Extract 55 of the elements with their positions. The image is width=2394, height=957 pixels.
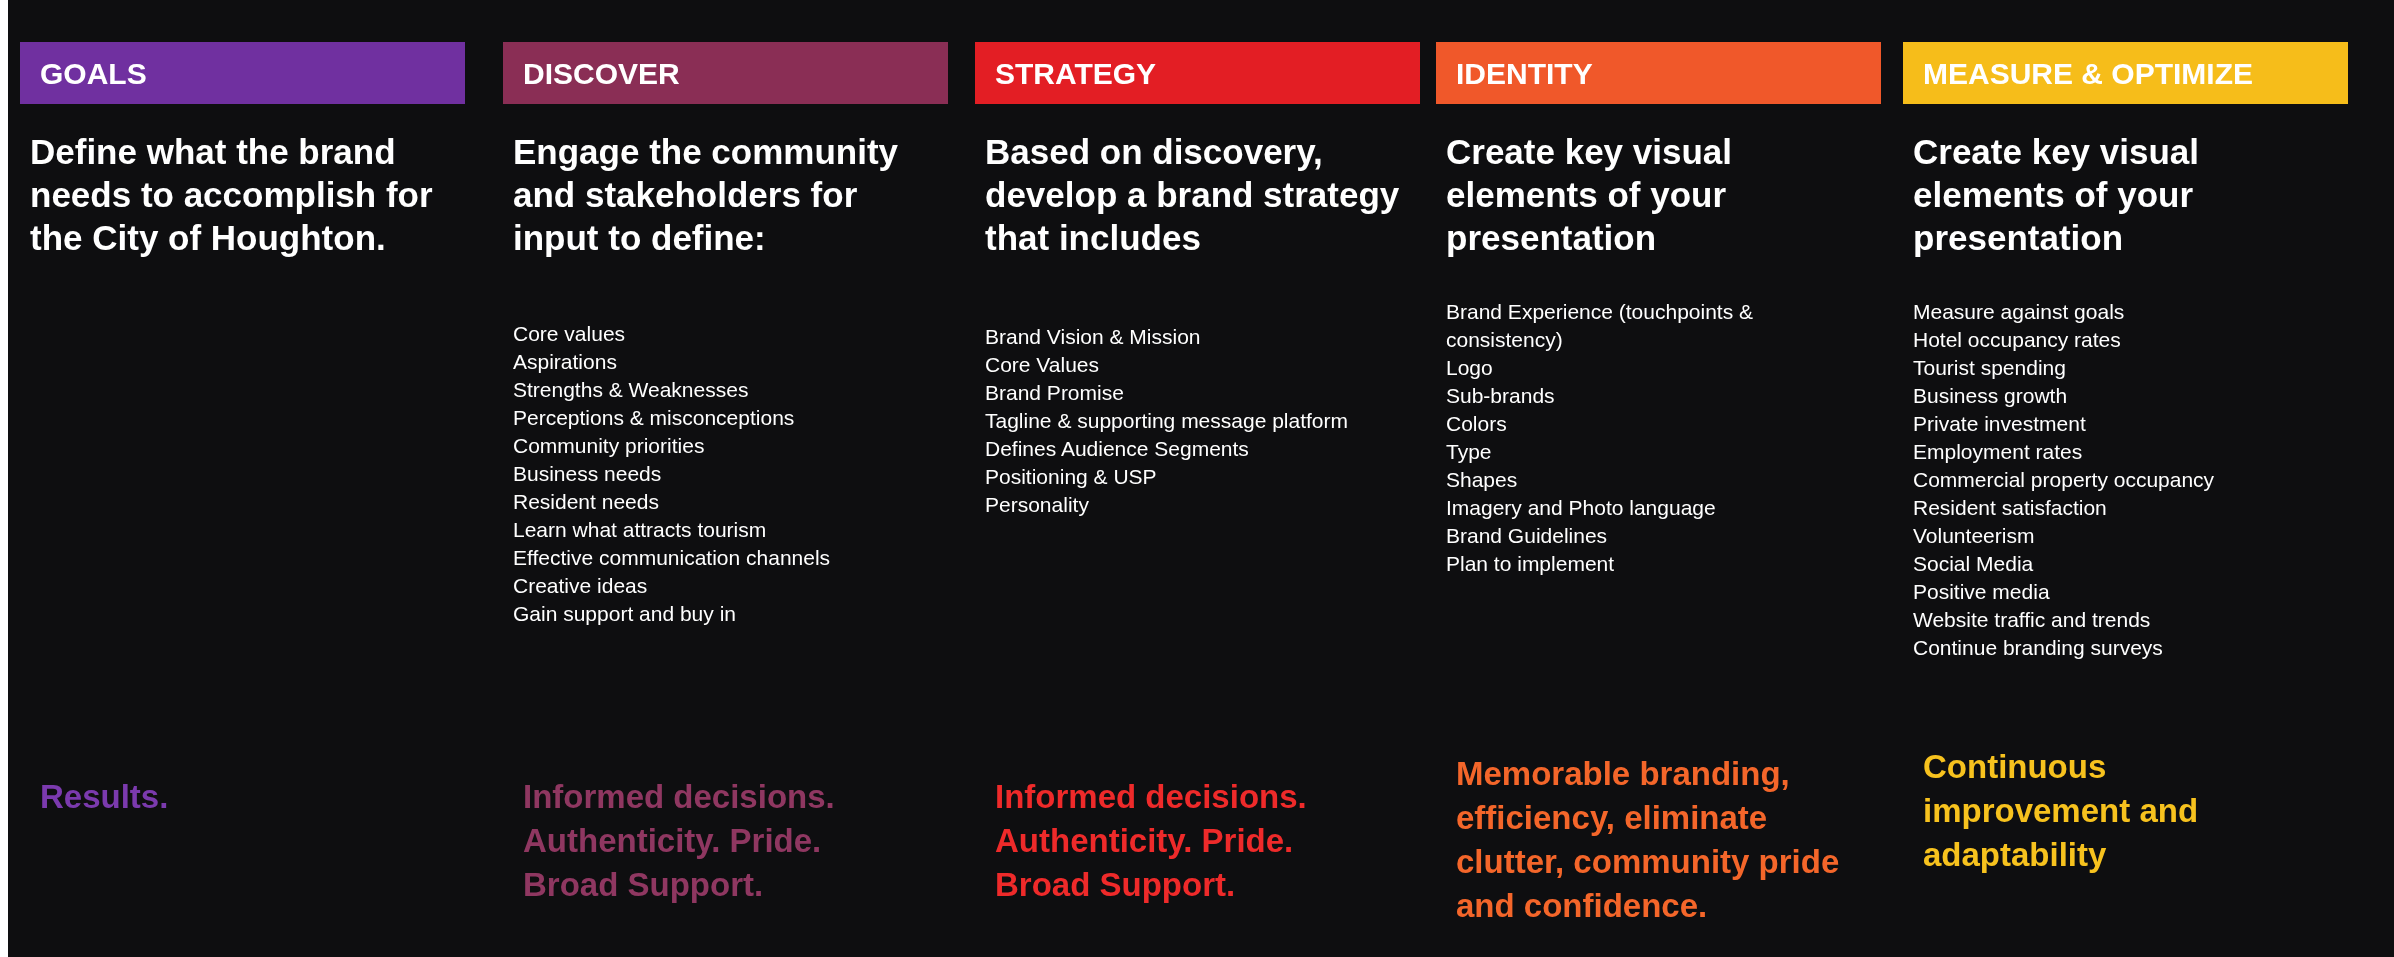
list-item: Gain support and buy in [513,601,737,627]
list-item: Brand Vision & Mission [985,324,1202,350]
list-item: Type [1446,439,1493,465]
stage-outcome: Informed decisions. Authenticity. Pride. Broad Support. [995,777,1308,905]
list-item: Tourist spending [1913,355,2067,381]
list-item: Core Values [985,352,1100,378]
stage-description: Create key visual elements of your presentation [1913,131,2200,259]
list-item: Measure against goals [1913,299,2126,325]
stage-header-bar: DISCOVER [503,42,948,104]
stage-description: Create key visual elements of your presentation [1446,131,1733,259]
list-item: Hotel occupancy rates [1913,327,2122,353]
stage-outcome: Informed decisions. Authenticity. Pride. Broad Support. [523,777,836,905]
stage-outcome: Results. [40,777,170,817]
list-item: Brand Experience (touchpoints & consistency) [1446,299,1754,353]
stage-description: Engage the community and stakeholders for input to define: [513,131,900,259]
list-item: Brand Promise [985,380,1125,406]
stage-header-bar: IDENTITY [1436,42,1881,104]
stage-description: Define what the brand needs to accomplish for the City of Houghton. [30,131,434,259]
list-item: Resident needs [513,489,660,515]
list-item: Logo [1446,355,1494,381]
list-item: Commercial property occupancy [1913,467,2216,493]
list-item: Positive media [1913,579,2051,605]
list-item: Perceptions & misconceptions [513,405,796,431]
list-item: Core values [513,321,627,347]
list-item: Volunteerism [1913,523,2036,549]
list-item: Defines Audience Segments [985,436,1250,462]
list-item: Imagery and Photo language [1446,495,1717,521]
stage-header-bar: GOALS [20,42,465,104]
list-item: Colors [1446,411,1508,437]
list-item: Continue branding surveys [1913,635,2164,661]
list-item: Website traffic and trends [1913,607,2152,633]
list-item: Sub-brands [1446,383,1556,409]
list-item: Creative ideas [513,573,649,599]
list-item: Brand Guidelines [1446,523,1609,549]
list-item: Employment rates [1913,439,2084,465]
stage-outcome: Continuous improvement and adaptability [1923,747,2200,875]
list-item: Resident satisfaction [1913,495,2108,521]
list-item: Positioning & USP [985,464,1158,490]
list-item: Effective communication channels [513,545,832,571]
list-item: Tagline & supporting message platform [985,408,1350,434]
list-item: Aspirations [513,349,618,375]
list-item: Business needs [513,461,663,487]
stage-header-bar: MEASURE & OPTIMIZE [1903,42,2348,104]
list-item: Personality [985,492,1090,518]
list-item: Strengths & Weaknesses [513,377,750,403]
list-item: Private investment [1913,411,2087,437]
stage-outcome: Memorable branding, efficiency, eliminate clutter, community pride and confidence. [1456,754,1841,926]
list-item: Shapes [1446,467,1519,493]
list-item: Community priorities [513,433,706,459]
list-item: Learn what attracts tourism [513,517,768,543]
stage-header-bar: STRATEGY [975,42,1420,104]
list-item: Plan to implement [1446,551,1616,577]
stage-description: Based on discovery, develop a brand strategy that includes [985,131,1400,259]
list-item: Business growth [1913,383,2069,409]
list-item: Social Media [1913,551,2035,577]
